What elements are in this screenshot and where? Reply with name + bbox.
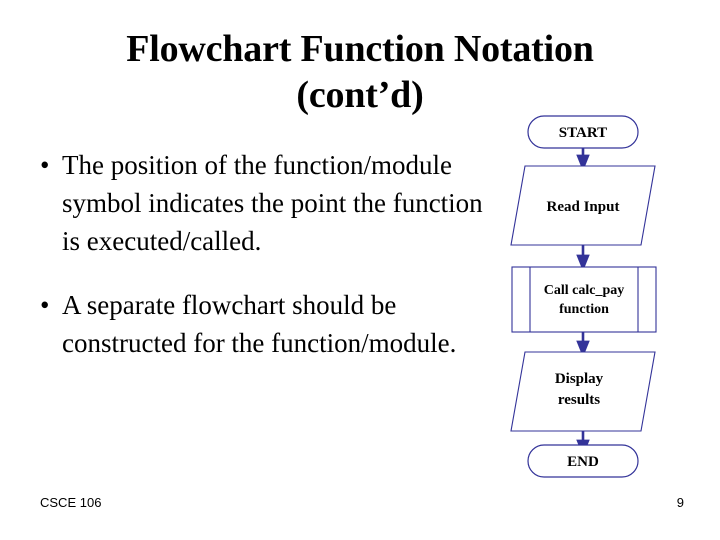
flowchart-svg: START Read Input Call calc_pay function — [510, 115, 657, 478]
footer-page-number: 9 — [676, 495, 684, 510]
predefined-process-shape-call — [511, 266, 657, 333]
bullet-text: A separate flowchart should be construct… — [62, 290, 457, 358]
flow-node-display-results-label-line1: Display — [555, 371, 604, 387]
list-item: • The position of the function/module sy… — [34, 146, 494, 260]
bullet-text: The position of the function/module symb… — [62, 150, 483, 256]
flow-node-read-input[interactable]: Read Input — [510, 165, 656, 246]
title-line-2: (cont’d) — [296, 74, 424, 116]
flow-node-call-function[interactable]: Call calc_pay function — [511, 266, 657, 333]
flow-node-call-function-label-line2: function — [559, 302, 609, 317]
page-title: Flowchart Function Notation (cont’d) — [40, 26, 680, 118]
parallelogram-shape-display — [510, 351, 656, 432]
flowchart-diagram: START Read Input Call calc_pay function — [494, 108, 694, 486]
list-item: • A separate flowchart should be constru… — [34, 286, 494, 362]
flow-node-read-input-label: Read Input — [547, 199, 620, 215]
bullet-dot-icon: • — [40, 290, 50, 320]
flow-node-start-label: START — [559, 125, 607, 141]
flow-node-display-results[interactable]: Display results — [510, 351, 656, 432]
bullet-list: • The position of the function/module sy… — [34, 146, 494, 362]
flow-node-call-function-label-line1: Call calc_pay — [544, 283, 625, 298]
flow-node-display-results-label-line2: results — [558, 392, 600, 408]
parallelogram-shape-read — [510, 165, 656, 246]
flow-node-end-label: END — [567, 454, 599, 470]
title-line-1: Flowchart Function Notation — [126, 28, 594, 70]
flow-node-start[interactable]: START — [527, 115, 639, 149]
terminator-shape-end — [527, 444, 639, 478]
bullet-dot-icon: • — [40, 150, 50, 180]
footer-course-label: CSCE 106 — [40, 495, 102, 510]
flow-node-end[interactable]: END — [527, 444, 639, 478]
